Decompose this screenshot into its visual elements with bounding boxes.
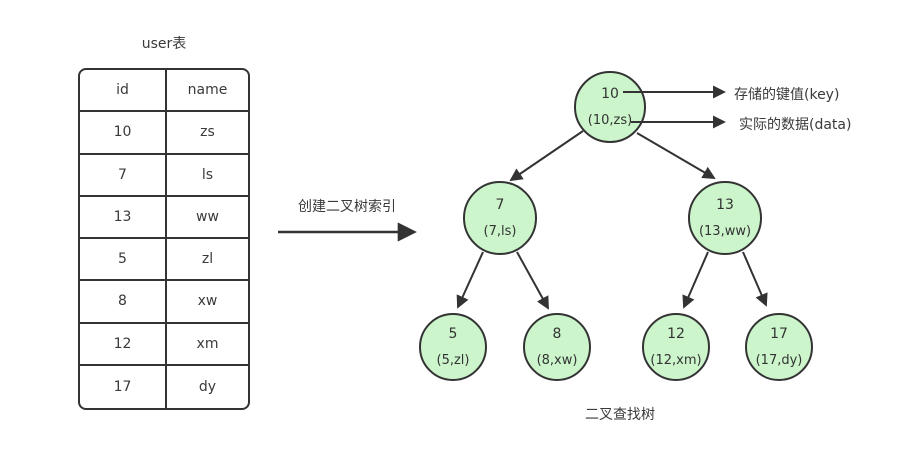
tree-node-17: 17 (17,dy) bbox=[745, 313, 813, 381]
node-data: (17,dy) bbox=[755, 352, 803, 368]
edge-13-to-17 bbox=[742, 251, 768, 307]
node-data: (5,zl) bbox=[436, 352, 470, 368]
column-header-name: name bbox=[167, 70, 248, 113]
user-table-title: user表 bbox=[141, 36, 187, 52]
table-cell-id: 10 bbox=[80, 112, 167, 155]
table-cell-name: xw bbox=[167, 281, 248, 324]
tree-node-13: 13 (13,ww) bbox=[688, 181, 762, 255]
column-header-id: id bbox=[80, 70, 167, 113]
tree-node-8: 8 (8,xw) bbox=[523, 313, 591, 381]
tree-node-root: 10 (10,zs) bbox=[574, 71, 646, 143]
table-cell-name: zs bbox=[167, 112, 248, 155]
node-key: 12 bbox=[667, 325, 685, 342]
node-data: (7,ls) bbox=[483, 223, 517, 239]
edge-root-to-7 bbox=[509, 130, 584, 182]
edge-7-to-5 bbox=[456, 251, 484, 309]
node-data: (10,zs) bbox=[587, 112, 633, 128]
node-data: (8,xw) bbox=[536, 352, 578, 368]
node-key: 17 bbox=[770, 325, 788, 342]
tree-caption: 二叉查找树 bbox=[585, 407, 655, 423]
edge-13-to-12 bbox=[682, 251, 709, 309]
table-cell-name: ls bbox=[167, 155, 248, 197]
table-cell-name: xm bbox=[167, 324, 248, 366]
table-cell-id: 8 bbox=[80, 281, 167, 324]
user-table: id name 10 zs 7 ls 13 ww 5 zl 8 xw 12 xm… bbox=[78, 68, 250, 410]
node-key: 8 bbox=[552, 325, 562, 342]
tree-node-7: 7 (7,ls) bbox=[463, 181, 537, 255]
table-cell-id: 7 bbox=[80, 154, 167, 197]
node-data: (13,ww) bbox=[698, 223, 752, 239]
table-cell-id: 13 bbox=[80, 196, 167, 239]
data-annotation-label: 实际的数据(data) bbox=[739, 117, 852, 133]
table-cell-name: zl bbox=[167, 239, 248, 282]
table-cell-name: dy bbox=[198, 378, 217, 395]
tree-node-12: 12 (12,xm) bbox=[642, 313, 710, 381]
edge-root-to-13 bbox=[636, 132, 716, 179]
table-cell-id: 12 bbox=[80, 323, 167, 366]
table-cell-name: ww bbox=[167, 197, 248, 239]
edge-7-to-8 bbox=[516, 251, 549, 310]
tree-node-5: 5 (5,zl) bbox=[419, 313, 487, 381]
node-key: 7 bbox=[495, 196, 505, 213]
node-key: 5 bbox=[448, 325, 458, 342]
table-cell-id: 17 bbox=[80, 365, 167, 408]
transform-arrow-label: 创建二叉树索引 bbox=[298, 199, 396, 215]
key-annotation-label: 存储的键值(key) bbox=[734, 87, 840, 103]
node-key: 10 bbox=[601, 85, 619, 102]
node-data: (12,xm) bbox=[650, 352, 702, 368]
table-cell-id: 5 bbox=[80, 239, 167, 282]
node-key: 13 bbox=[716, 196, 734, 213]
